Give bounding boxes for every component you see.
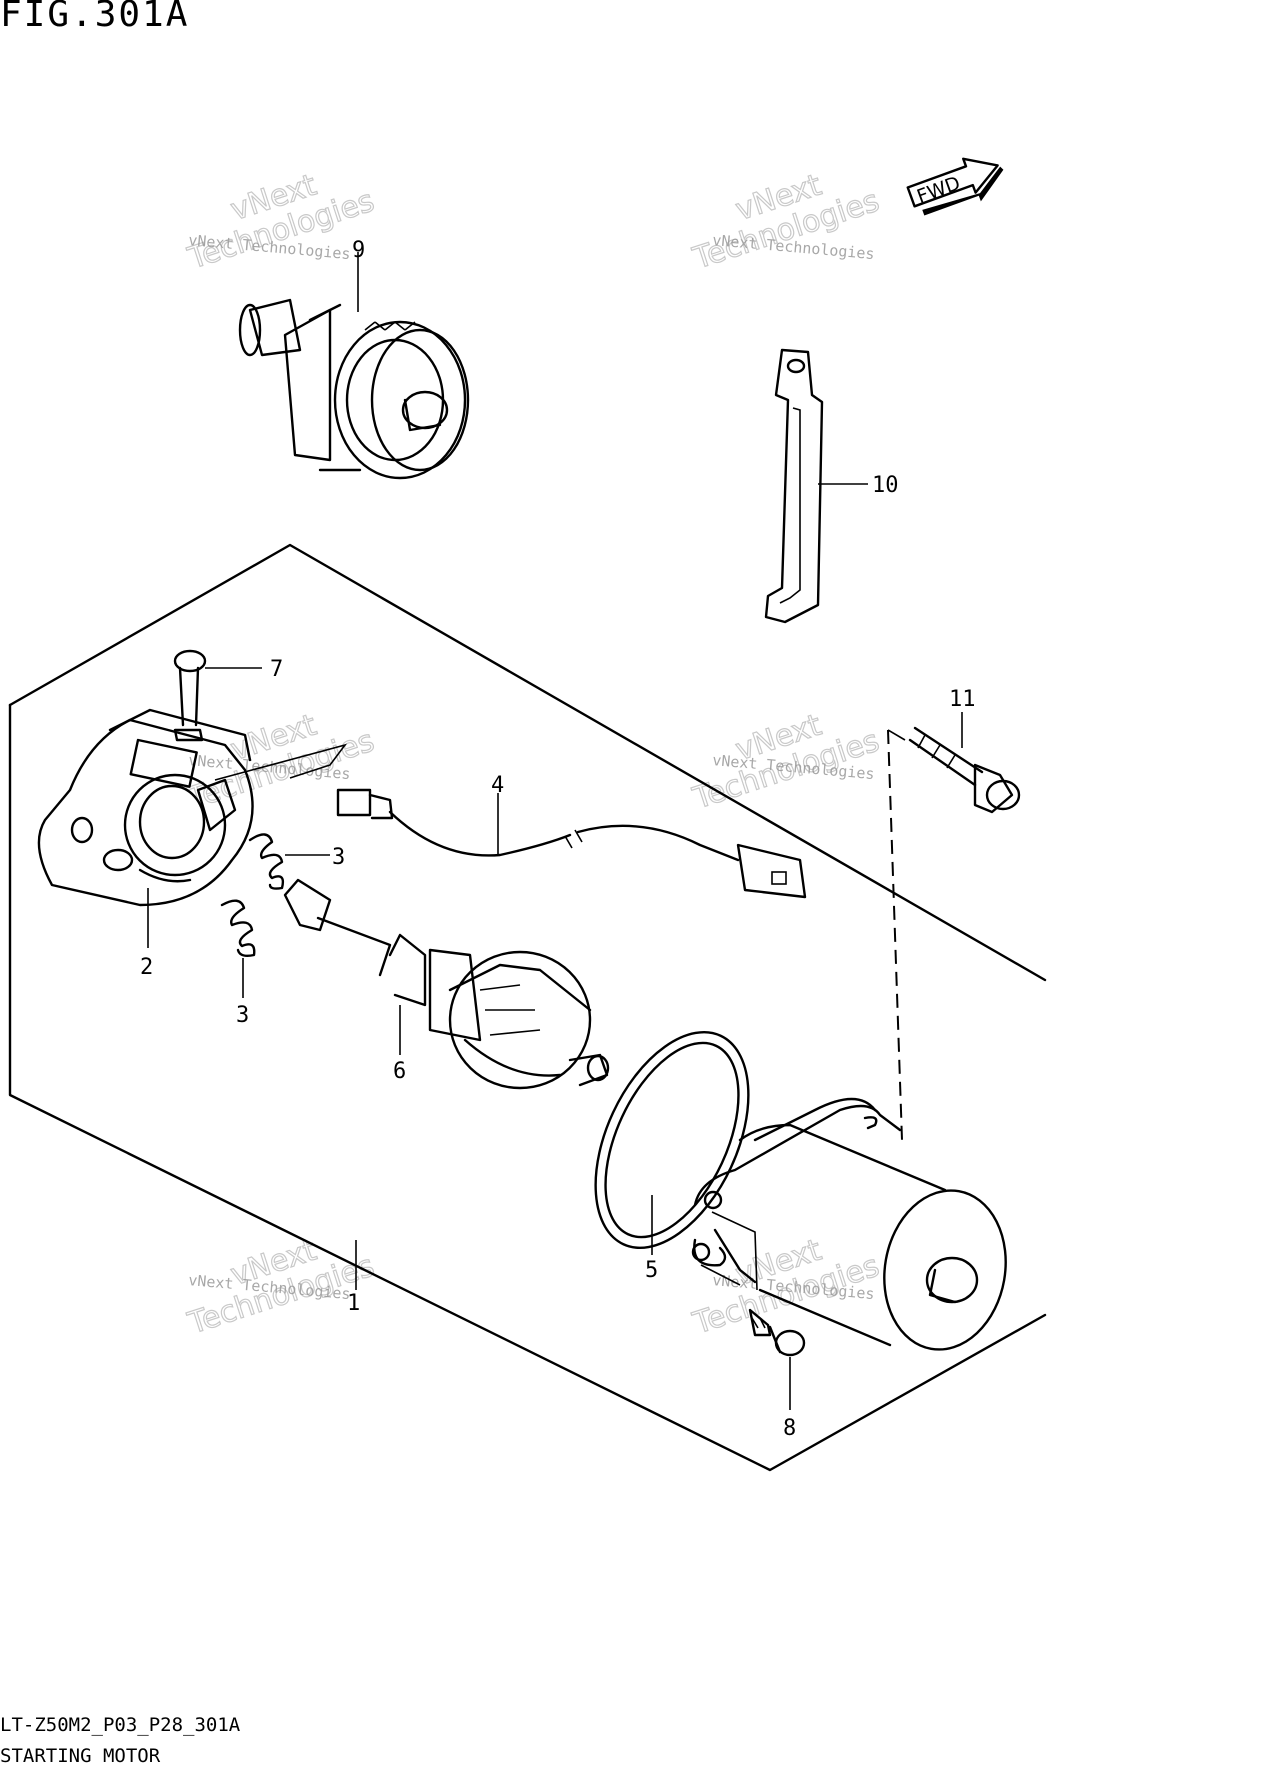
figure-code: LT-Z50M2_P03_P28_301A — [0, 1714, 241, 1736]
callout-11: 11 — [949, 687, 976, 712]
figure-title: FIG.301A — [0, 0, 190, 35]
end-cover-part — [37, 708, 348, 907]
assembly-outline — [8, 543, 1047, 982]
callout-10: 10 — [872, 473, 899, 498]
screw-8-part — [748, 1308, 806, 1357]
o-ring-part — [594, 1031, 750, 1249]
watermark-mid-right: Technologies vNext — [688, 707, 884, 817]
screw-7-part — [173, 649, 207, 742]
callout-4: 4 — [491, 773, 504, 798]
callout-3-upper: 3 — [332, 845, 345, 870]
callout-6: 6 — [393, 1059, 406, 1084]
callout-5: 5 — [645, 1258, 658, 1283]
callout-2: 2 — [140, 955, 153, 980]
callout-9: 9 — [352, 238, 365, 263]
clamp-band-part — [764, 348, 824, 624]
starter-clutch-part — [238, 298, 470, 480]
callout-1: 1 — [347, 1291, 360, 1316]
brush-spring-lower — [220, 899, 256, 958]
bolt-part — [908, 726, 1021, 814]
fwd-arrow-icon: FWD — [906, 157, 1004, 216]
callout-7: 7 — [270, 657, 283, 682]
callout-3-lower: 3 — [236, 1003, 249, 1028]
lead-wire-part — [336, 788, 807, 899]
yoke-housing-part — [691, 1097, 1007, 1351]
brush-spring-upper — [248, 833, 285, 890]
callout-8: 8 — [783, 1416, 796, 1441]
figure-name: STARTING MOTOR — [0, 1745, 161, 1767]
armature-part — [283, 878, 610, 1090]
